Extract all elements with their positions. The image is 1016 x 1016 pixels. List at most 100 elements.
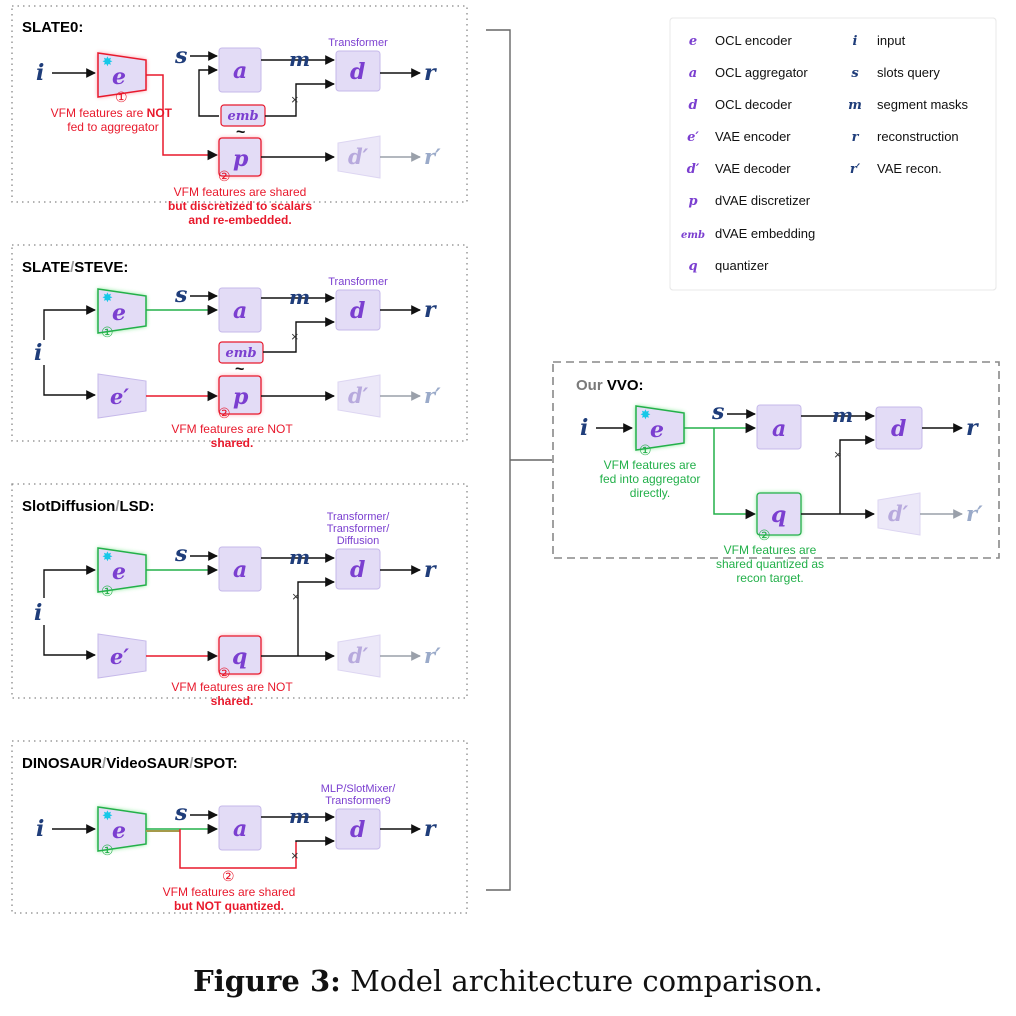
legend-label: OCL encoder — [715, 33, 793, 48]
note-shared-quantized: VFM features are — [724, 543, 817, 557]
tilde-icon: ~ — [235, 361, 244, 378]
encoder-symbol: e — [112, 559, 126, 585]
note-line: recon target. — [736, 571, 803, 585]
cross-icon: × — [291, 329, 299, 344]
decoder-label: Transformer9 — [325, 795, 391, 807]
legend-symbol: q — [688, 259, 697, 274]
cross-icon: × — [292, 589, 300, 604]
panel-border — [11, 483, 468, 699]
bracket — [486, 29, 511, 891]
note-shared-discretized: VFM features are shared — [174, 185, 307, 199]
ocl-encoder-block: ✸ e — [635, 405, 685, 451]
panel-slotdiffusion-lsd: SlotDiffusion/LSD: i ✸ e ① s a m Transfo… — [11, 483, 468, 708]
slots-symbol: s — [174, 541, 187, 567]
star-icon: ✸ — [102, 54, 113, 69]
circle-1-icon: ① — [101, 583, 114, 599]
mask-symbol: m — [289, 804, 310, 828]
note-line: directly. — [630, 486, 670, 500]
slots-symbol: s — [174, 282, 187, 308]
panel-slate-steve: SLATE/STEVE: i ✸ e ① s a m Transformer d… — [11, 244, 468, 450]
quantizer-box — [218, 635, 262, 675]
vae-decoder-symbol: d′ — [888, 501, 909, 526]
vae-encoder-shape — [97, 373, 147, 419]
cross-icon: × — [291, 848, 299, 863]
vae-decoder-shape — [877, 492, 921, 536]
panel-title: SlotDiffusion/LSD: — [22, 498, 155, 515]
aggregator-box — [218, 287, 262, 333]
quantizer-symbol: q — [232, 644, 247, 670]
decoder-label: MLP/SlotMixer/ — [321, 783, 397, 795]
legend-label: dVAE embedding — [715, 226, 815, 241]
cross-icon: × — [834, 447, 842, 462]
circle-1-icon: ① — [101, 842, 114, 858]
decoder-box — [335, 548, 381, 590]
note-shared: VFM features are shared — [163, 885, 296, 899]
legend-label: VAE decoder — [715, 161, 791, 176]
legend-label: VAE recon. — [877, 161, 942, 176]
legend-symbol: i — [853, 34, 858, 49]
note-not-fed: VFM features are NOT fed to aggregator — [51, 106, 176, 134]
vae-decoder-shape — [337, 135, 381, 179]
decoder-symbol: d — [350, 817, 365, 843]
aggregator-box — [218, 47, 262, 93]
aggregator-box — [218, 805, 262, 851]
discretizer-symbol: p — [233, 384, 249, 410]
legend-label: VAE encoder — [715, 129, 791, 144]
note-line: but NOT quantized. — [174, 899, 284, 913]
note-line: but discretized to scalars — [168, 199, 312, 213]
legend-symbol: s — [851, 66, 859, 81]
encoder-symbol: e — [112, 818, 126, 844]
legend-symbol: p — [688, 194, 697, 209]
decoder-symbol: d — [891, 416, 906, 442]
note-not-shared: VFM features are NOT — [171, 680, 293, 694]
legend-label: OCL decoder — [715, 97, 793, 112]
slots-symbol: s — [174, 43, 187, 69]
decoder-symbol: d — [350, 557, 365, 583]
quantizer-symbol: q — [771, 502, 786, 528]
panel-vvo: Our VVO: i ✸ e ① s a m d r q ② × d′ — [552, 361, 1000, 585]
legend-box — [669, 17, 997, 291]
panel-title: DINOSAUR/VideoSAUR/SPOT: — [22, 755, 238, 772]
decoder-label: Transformer/ — [327, 523, 390, 535]
note-line: and re-embedded. — [188, 213, 291, 227]
star-icon: ✸ — [102, 549, 113, 564]
embedding-symbol: emb — [227, 109, 258, 124]
star-icon: ✸ — [102, 808, 113, 823]
circle-1-icon: ① — [639, 442, 652, 458]
aggregator-box — [756, 404, 802, 450]
input-symbol: i — [36, 60, 44, 86]
aggregator-symbol: a — [233, 816, 247, 842]
legend-symbol: d′ — [687, 162, 700, 177]
decoder-label: Diffusion — [337, 535, 380, 547]
vae-encoder-shape — [97, 633, 147, 679]
ocl-encoder-block: ✸ e — [97, 52, 147, 98]
legend-label: reconstruction — [877, 129, 959, 144]
encoder-symbol: e — [650, 417, 664, 443]
circle-2-icon: ② — [758, 527, 771, 543]
legend-label: segment masks — [877, 97, 969, 112]
recon-symbol: r — [966, 415, 979, 441]
vae-recon-symbol: r′ — [424, 643, 441, 668]
slots-symbol: s — [711, 399, 724, 425]
vae-recon-symbol: r′ — [424, 144, 441, 169]
decoder-label: Transformer — [328, 37, 388, 49]
recon-symbol: r — [424, 297, 437, 323]
star-icon: ✸ — [102, 290, 113, 305]
architecture-diagram: SLATE0: i ✸ e ① VFM features are NOT fed… — [11, 5, 1000, 914]
vae-decoder-symbol: d′ — [348, 383, 369, 408]
legend-label: dVAE discretizer — [715, 193, 811, 208]
ocl-encoder-block: ✸ e — [97, 806, 147, 852]
legend: e OCL encoder a OCL aggregator d OCL dec… — [669, 17, 997, 291]
note-line: shared quantized as — [716, 557, 824, 571]
input-symbol: i — [36, 816, 44, 842]
legend-symbol: a — [689, 66, 697, 81]
mask-symbol: m — [289, 285, 310, 309]
note-line: shared. — [211, 694, 254, 708]
input-symbol: i — [580, 415, 588, 441]
legend-symbol: d — [688, 98, 697, 113]
input-symbol: i — [34, 600, 42, 626]
legend-symbol: r′ — [850, 162, 861, 177]
panel-title: Our VVO: — [576, 377, 644, 394]
slots-symbol: s — [174, 800, 187, 826]
aggregator-symbol: a — [233, 58, 247, 84]
